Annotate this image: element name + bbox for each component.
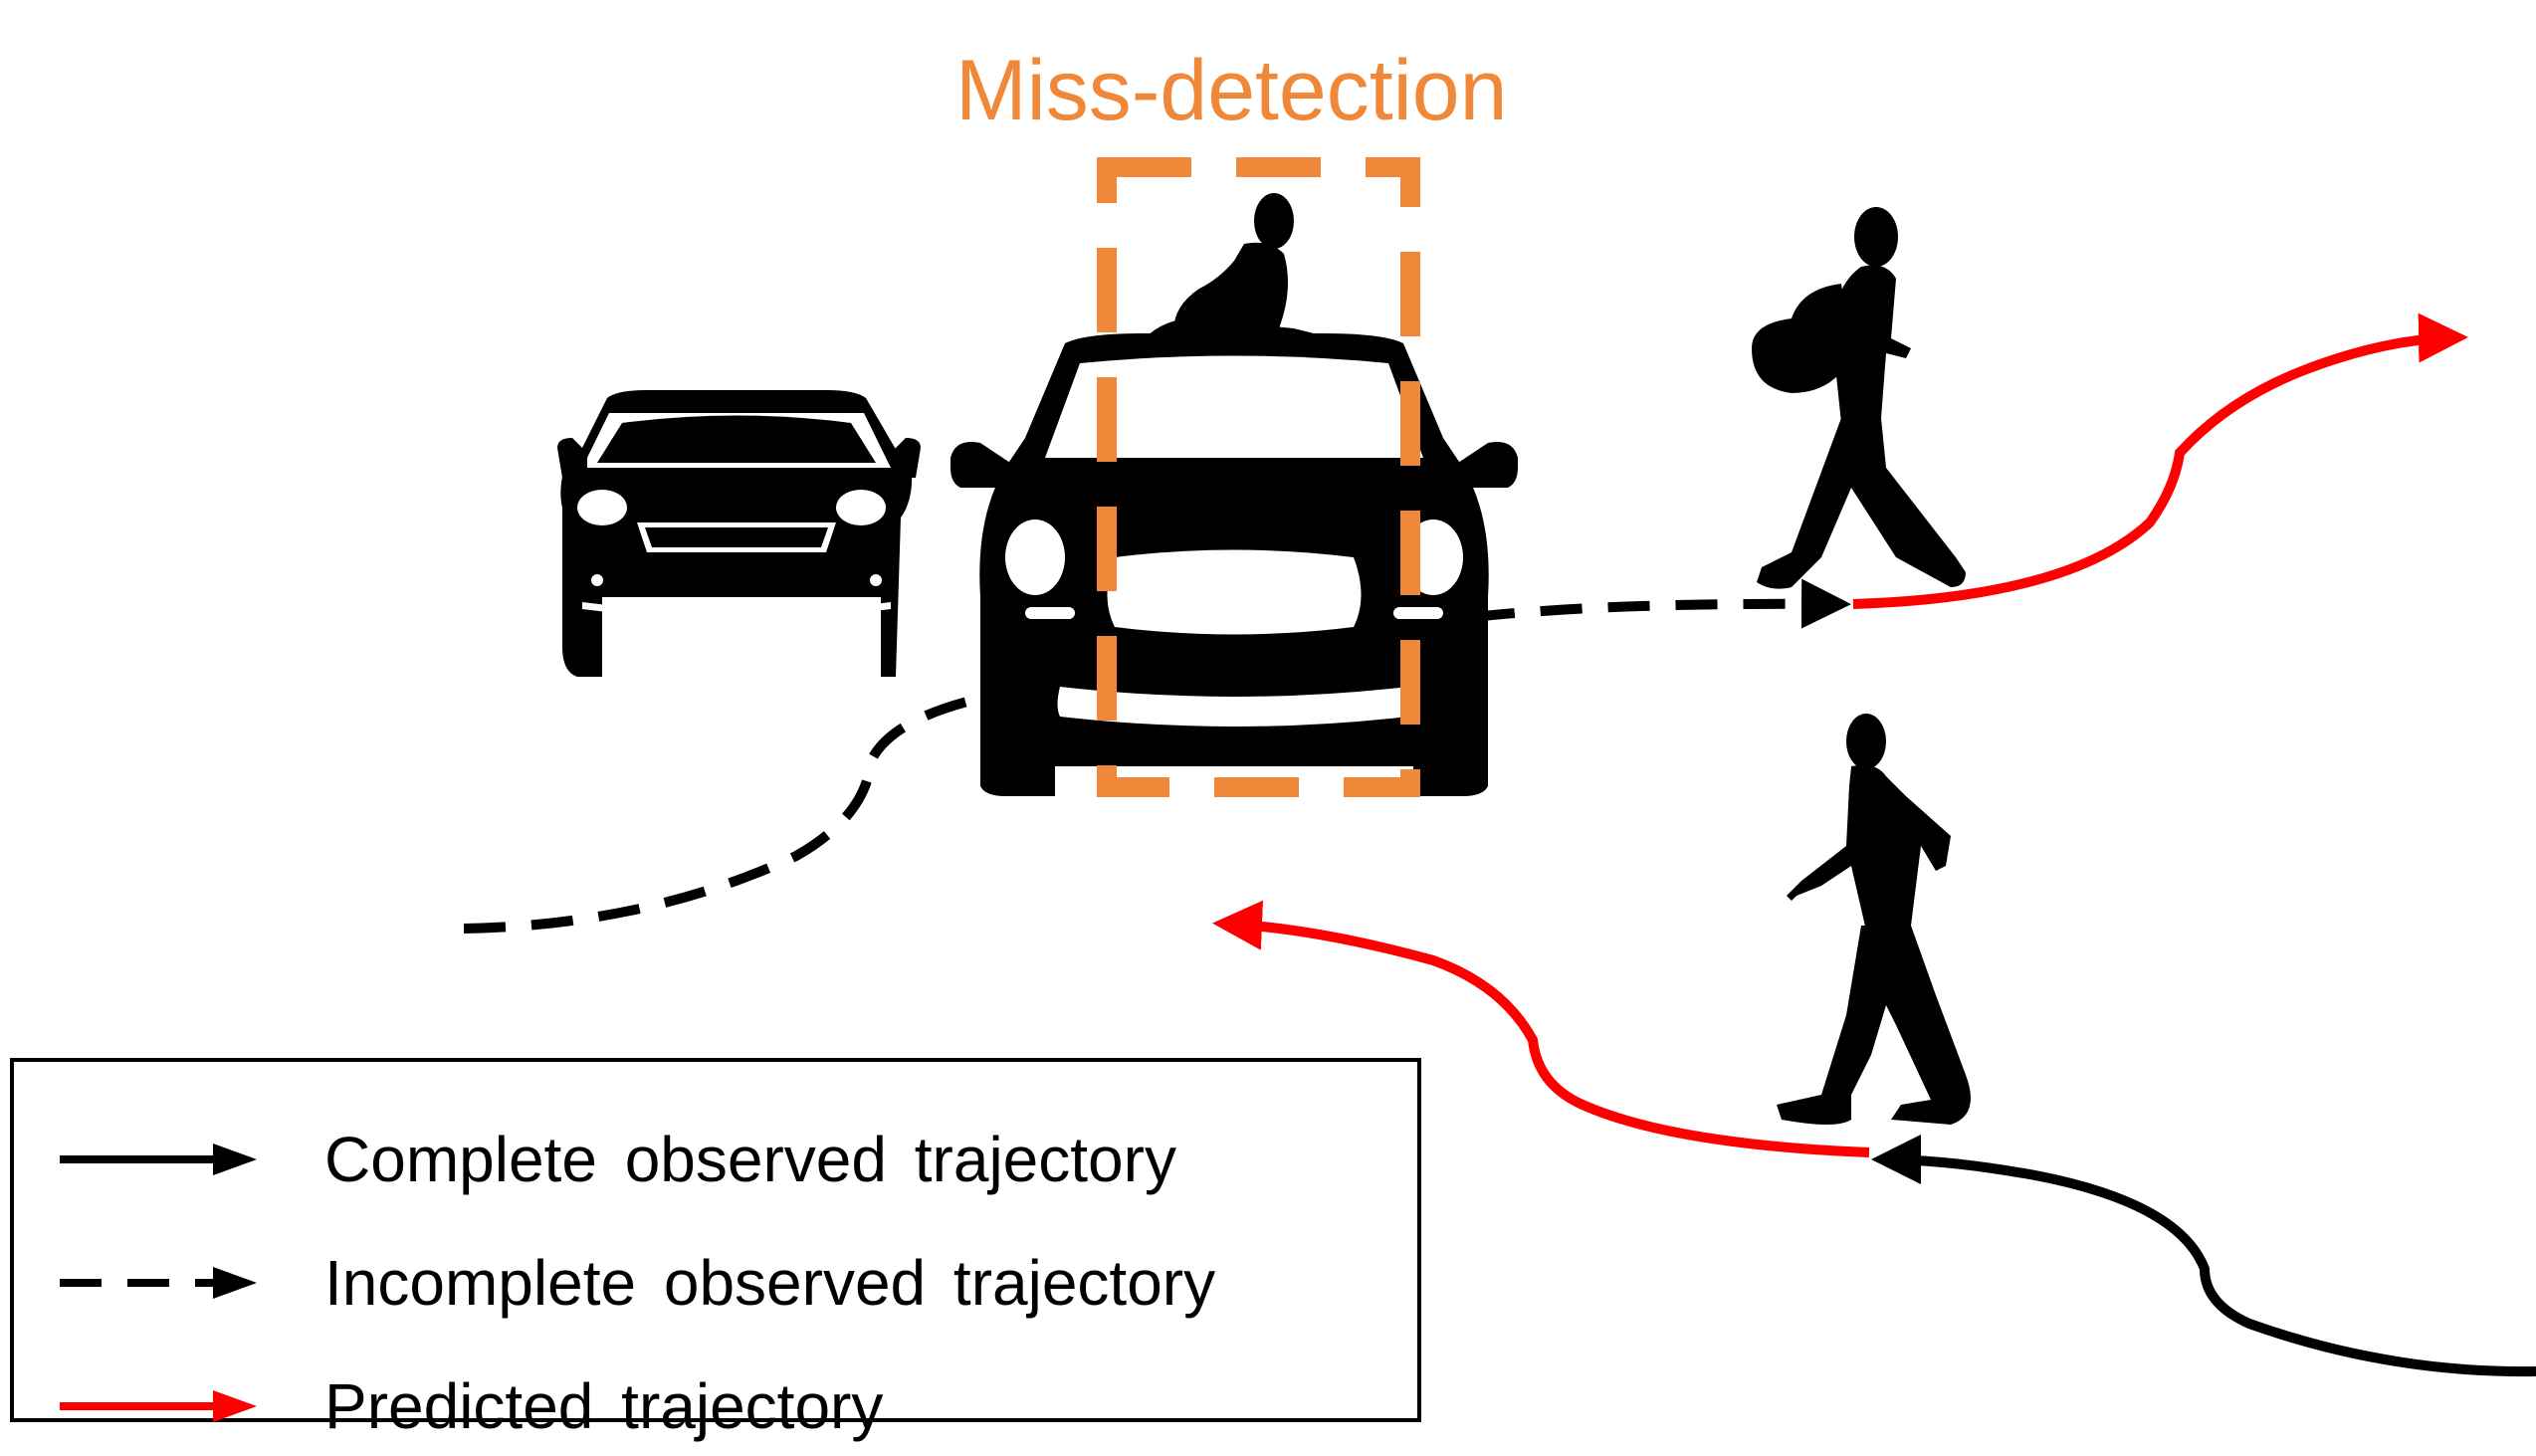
legend-label-predicted: Predicted trajectory xyxy=(324,1370,884,1442)
center-car-icon xyxy=(951,333,1518,796)
complete-trajectory-path xyxy=(1871,1135,2536,1377)
legend-label-incomplete: Incomplete observed trajectory xyxy=(324,1247,1216,1319)
legend-row-incomplete: Incomplete observed trajectory xyxy=(14,1233,1417,1333)
miss-detection-label: Miss-detection xyxy=(955,43,1508,138)
predicted-trajectory-upper xyxy=(1852,312,2468,609)
legend-label-complete: Complete observed trajectory xyxy=(324,1124,1176,1195)
pedestrian-backpack-icon xyxy=(1752,207,1966,589)
solid-arrow-icon xyxy=(60,1144,257,1175)
incomplete-trajectory-path xyxy=(463,682,1046,934)
left-car-icon xyxy=(557,390,921,677)
legend-row-predicted: Predicted trajectory xyxy=(14,1356,1417,1456)
predicted-trajectory-lower xyxy=(1212,900,1870,1157)
red-arrow-icon xyxy=(60,1390,257,1422)
pedestrian-walking-icon xyxy=(1777,714,1971,1125)
legend-row-complete: Complete observed trajectory xyxy=(14,1110,1417,1209)
incomplete-trajectory-path-2 xyxy=(1472,578,1851,629)
miss-detection-box xyxy=(1097,157,1420,797)
legend-box: Complete observed trajectory Incomplete … xyxy=(10,1058,1421,1442)
dashed-arrow-icon xyxy=(60,1267,257,1299)
occluded-pedestrian-icon xyxy=(1145,193,1334,338)
